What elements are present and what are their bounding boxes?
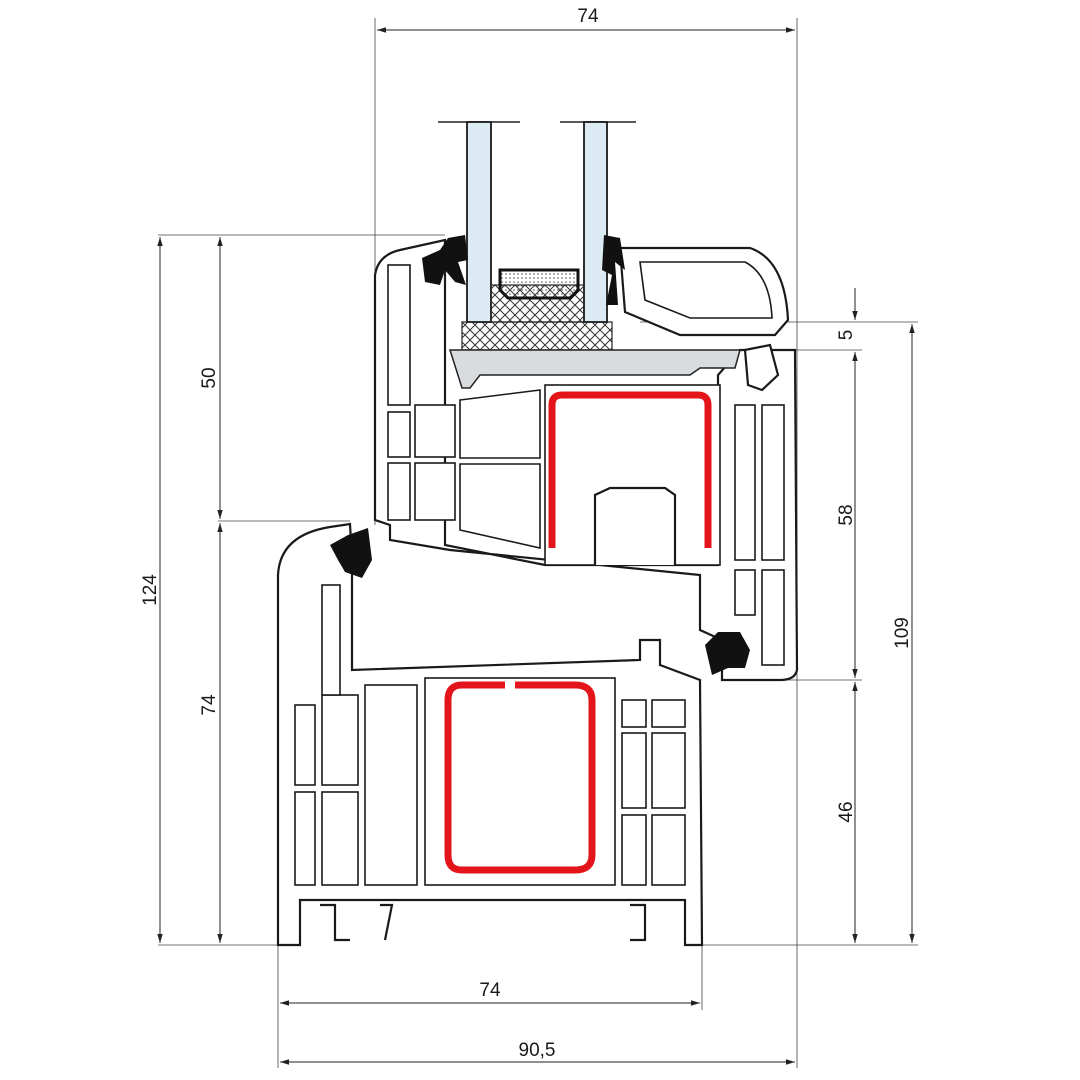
dim-sash-upper-height: 50 [199,367,220,388]
inner-glazing-gasket [602,235,625,305]
dim-overall-right-height: 109 [892,617,913,649]
glazing-block [461,321,613,351]
dim-glass-offset: 5 [836,330,857,341]
dim-top-width: 74 [577,6,599,27]
sash-reinforcement [548,391,712,548]
glass-pane-outer [466,121,492,323]
glass-unit [438,121,741,389]
spacer-bar [498,268,580,300]
frame-profile [276,522,704,947]
dim-overall-width: 90,5 [519,1040,556,1061]
dim-frame-right-height: 46 [836,801,857,822]
dim-total-height: 124 [140,574,161,606]
dimension-lines [157,27,915,1065]
dim-frame-lower-height: 74 [199,694,220,716]
dim-sash-height: 58 [836,504,857,525]
gaskets [330,235,750,675]
glazing-bead [618,246,790,392]
glazing-bridge [448,349,741,389]
outer-frame-gasket [330,528,372,578]
outer-glazing-gasket [422,235,468,285]
sash-profile [373,238,799,682]
frame-reinforcement [444,681,596,874]
dim-frame-width: 74 [479,980,501,1001]
center-seal-gasket [705,632,750,675]
glass-pane-inner [583,121,608,323]
